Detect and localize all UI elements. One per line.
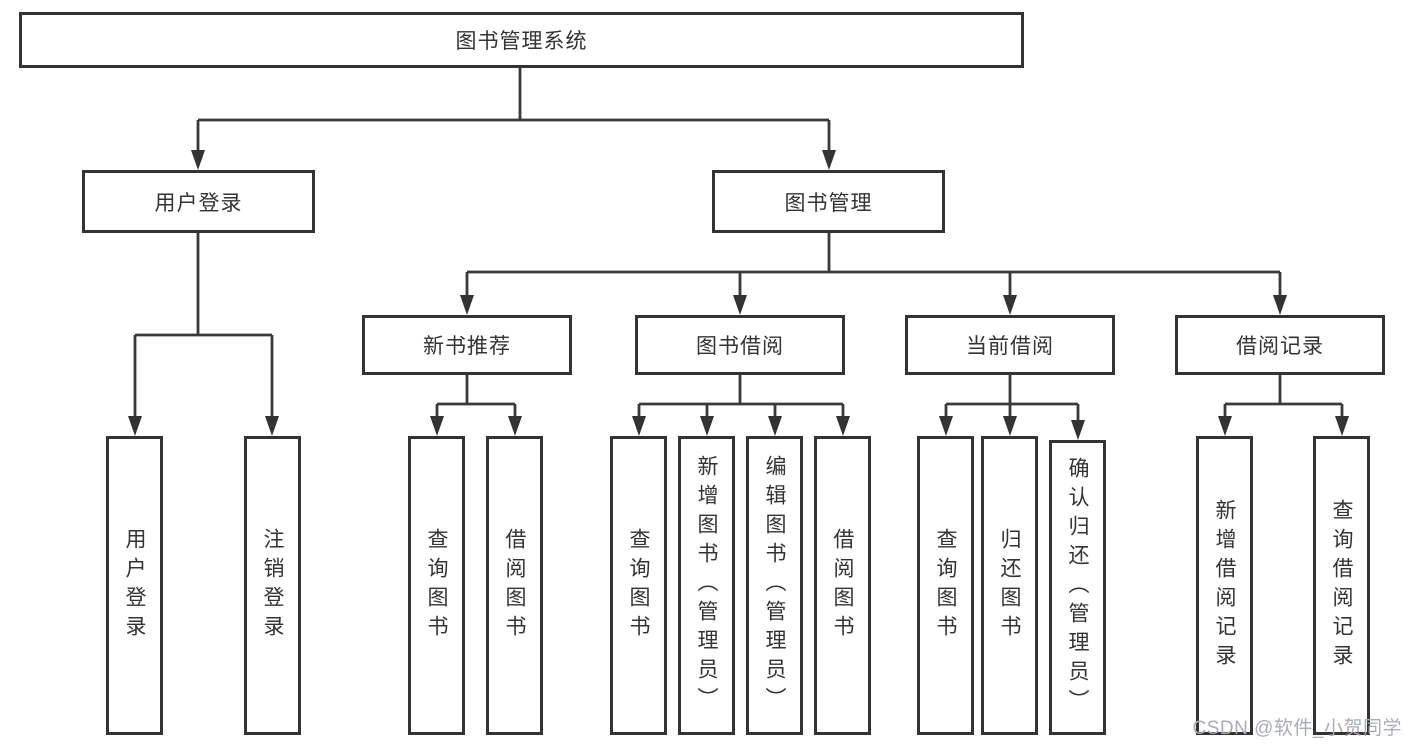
node-label: 确认归还（管理员） (1066, 457, 1089, 718)
node-borrow-records: 借阅记录 (1175, 315, 1385, 375)
node-user-login: 用户登录 (82, 170, 315, 233)
connector-book-management-to-level3 (460, 233, 1287, 315)
node-library-management-system: 图书管理系统 (19, 12, 1024, 68)
connector-current-borrow-to-leaves (939, 375, 1085, 440)
node-leaf-logout: 注销登录 (244, 436, 301, 735)
node-label: 查询图书 (934, 527, 957, 644)
node-leaf-add-borrow-record: 新增借阅记录 (1196, 436, 1253, 735)
node-label: 编辑图书（管理员） (763, 455, 786, 716)
connector-book-borrow-to-leaves (632, 375, 850, 436)
node-label: 图书管理系统 (455, 30, 588, 53)
connector-new-book-recommend-to-leaves (430, 375, 522, 436)
node-book-borrow: 图书借阅 (635, 315, 845, 375)
node-leaf-return-books: 归还图书 (981, 436, 1038, 735)
node-leaf-add-books-admin: 新增图书（管理员） (678, 436, 735, 735)
node-leaf-edit-books-admin: 编辑图书（管理员） (746, 436, 803, 735)
node-label: 借阅图书 (831, 527, 854, 644)
connector-user-login-to-leaves (128, 233, 279, 436)
node-label: 图书借阅 (696, 335, 784, 358)
node-label: 用户登录 (154, 191, 243, 215)
node-new-book-recommend: 新书推荐 (362, 315, 572, 375)
node-leaf-borrow-books-recommend: 借阅图书 (486, 436, 543, 735)
node-label: 新增借阅记录 (1213, 498, 1236, 673)
node-leaf-borrow-books: 借阅图书 (814, 436, 871, 735)
node-leaf-query-borrow-record: 查询借阅记录 (1313, 436, 1370, 735)
node-label: 注销登录 (261, 527, 284, 644)
node-label: 查询图书 (425, 527, 448, 644)
node-label: 归还图书 (998, 527, 1021, 644)
node-label: 借阅记录 (1236, 335, 1324, 358)
node-label: 当前借阅 (966, 335, 1054, 358)
node-leaf-confirm-return-admin: 确认归还（管理员） (1049, 440, 1106, 735)
node-leaf-query-books-borrow: 查询图书 (610, 436, 667, 735)
node-current-borrow: 当前借阅 (905, 315, 1115, 375)
node-label: 用户登录 (123, 527, 146, 644)
node-label: 查询图书 (627, 527, 650, 644)
node-label: 新书推荐 (423, 335, 511, 358)
node-label: 借阅图书 (503, 527, 526, 644)
node-leaf-query-books-current: 查询图书 (917, 436, 974, 735)
node-label: 图书管理 (784, 191, 873, 215)
node-leaf-query-books-recommend: 查询图书 (408, 436, 465, 735)
node-book-management: 图书管理 (712, 170, 945, 233)
node-label: 查询借阅记录 (1330, 498, 1353, 673)
node-leaf-user-login: 用户登录 (106, 436, 163, 735)
connector-borrow-records-to-leaves (1218, 375, 1349, 436)
csdn-watermark: CSDN @软件_小贺同学 (1192, 718, 1402, 739)
connector-root-to-level2 (191, 68, 836, 170)
node-label: 新增图书（管理员） (695, 455, 718, 716)
